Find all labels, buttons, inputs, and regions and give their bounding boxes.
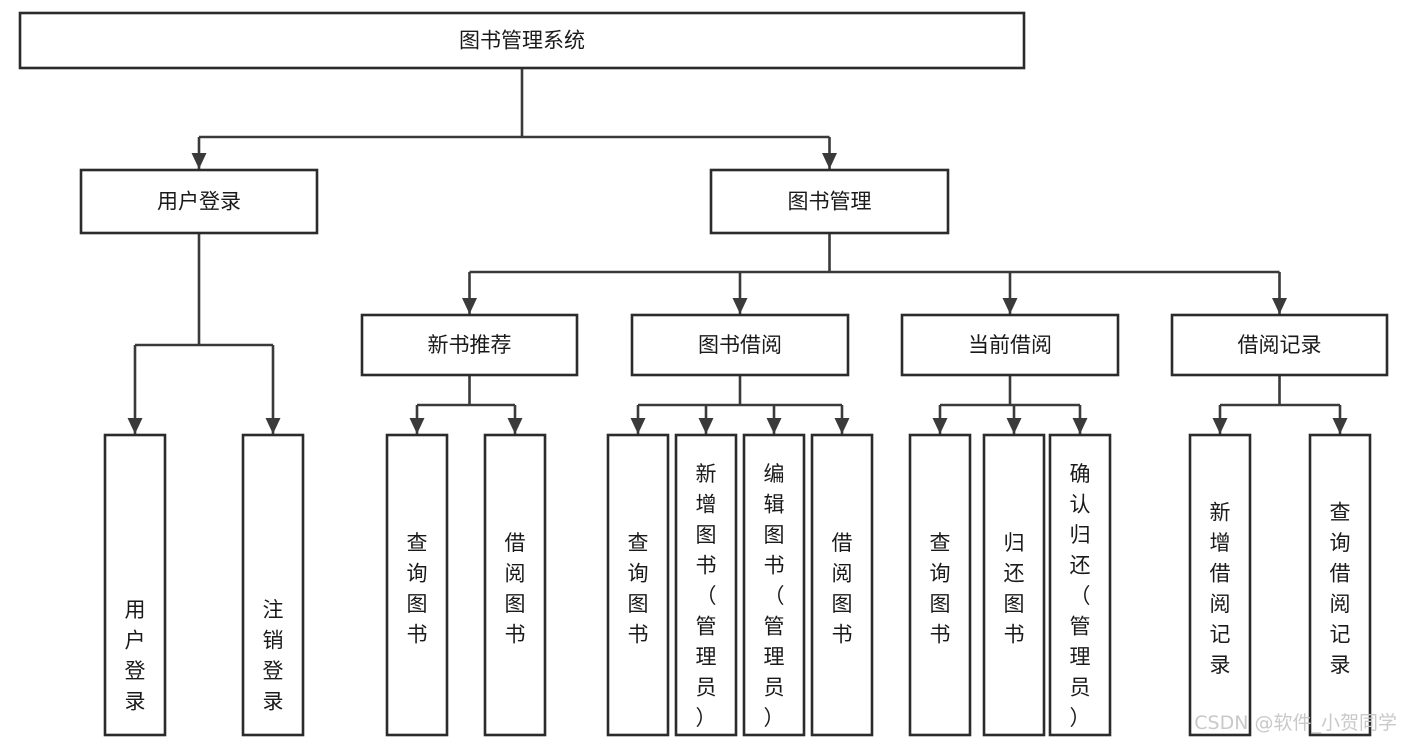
node-box-leaf-return-book[interactable] — [982, 433, 1046, 737]
node-box-book-borrow[interactable] — [630, 313, 850, 377]
arrow-head-icon — [1332, 418, 1348, 434]
node-label-book-management: 图书管理 — [788, 190, 872, 214]
node-label-leaf-confirm-return: 确认归还（管理员） — [1070, 462, 1091, 730]
arrow-head-icon — [1072, 418, 1088, 434]
arrow-head-icon — [932, 418, 948, 434]
node-label-leaf-user-login: 用户登录 — [125, 598, 146, 714]
node-leaf-query-book-1[interactable]: 查询图书 — [385, 433, 449, 737]
arrow-head-icon — [630, 418, 646, 434]
node-leaf-logout-login[interactable]: 注销登录 — [241, 433, 305, 737]
node-label-leaf-add-book: 新增图书（管理员） — [696, 462, 717, 730]
node-label-leaf-borrow-book-1: 借阅图书 — [505, 531, 526, 647]
node-label-user-login: 用户登录 — [157, 190, 241, 214]
node-label-leaf-borrow-book-2: 借阅图书 — [832, 531, 853, 647]
node-box-current-borrow[interactable] — [900, 313, 1120, 377]
arrow-head-icon — [1212, 418, 1228, 434]
node-box-user-login[interactable] — [79, 168, 319, 235]
arrow-head-icon — [1272, 298, 1287, 314]
arrow-head-icon — [766, 418, 782, 434]
node-label-leaf-query-borrow-record: 查询借阅记录 — [1330, 500, 1351, 677]
arrow-head-icon — [462, 298, 477, 314]
node-box-leaf-query-book-1[interactable] — [385, 433, 449, 737]
node-leaf-add-book[interactable]: 新增图书（管理员） — [674, 433, 738, 737]
arrow-head-icon — [507, 418, 523, 434]
node-box-leaf-edit-book[interactable] — [742, 433, 806, 737]
node-leaf-query-book-3[interactable]: 查询图书 — [908, 433, 972, 737]
node-leaf-confirm-return[interactable]: 确认归还（管理员） — [1048, 433, 1112, 737]
node-label-leaf-logout-login: 注销登录 — [263, 598, 284, 714]
node-label-leaf-query-book-3: 查询图书 — [930, 531, 951, 647]
node-box-borrow-record[interactable] — [1170, 313, 1389, 377]
node-box-book-management[interactable] — [709, 168, 950, 235]
arrow-head-icon — [1002, 298, 1018, 314]
node-leaf-edit-book[interactable]: 编辑图书（管理员） — [742, 433, 806, 737]
node-leaf-query-borrow-record[interactable]: 查询借阅记录 — [1308, 433, 1372, 737]
arrow-head-icon — [1006, 418, 1022, 434]
node-leaf-user-login[interactable]: 用户登录 — [103, 433, 167, 737]
node-new-book-recommend[interactable]: 新书推荐 — [360, 313, 579, 377]
arrow-head-icon — [698, 418, 714, 434]
node-layer: 图书管理系统用户登录图书管理新书推荐图书借阅当前借阅借阅记录用户登录注销登录查询… — [18, 11, 1389, 737]
node-box-new-book-recommend[interactable] — [360, 313, 579, 377]
node-label-current-borrow: 当前借阅 — [968, 333, 1052, 357]
node-current-borrow[interactable]: 当前借阅 — [900, 313, 1120, 377]
node-book-borrow[interactable]: 图书借阅 — [630, 313, 850, 377]
node-leaf-add-borrow-record[interactable]: 新增借阅记录 — [1188, 433, 1252, 737]
connector-layer — [127, 68, 1348, 434]
node-label-leaf-edit-book: 编辑图书（管理员） — [764, 462, 785, 730]
node-box-leaf-borrow-book-2[interactable] — [810, 433, 874, 737]
arrow-head-icon — [822, 153, 837, 169]
node-box-leaf-user-login[interactable] — [103, 433, 167, 737]
arrow-head-icon — [191, 153, 207, 169]
csdn-watermark: CSDN @软件_小贺同学 — [1194, 712, 1397, 734]
node-user-login[interactable]: 用户登录 — [79, 168, 319, 235]
node-label-leaf-add-borrow-record: 新增借阅记录 — [1210, 500, 1231, 677]
node-box-root[interactable] — [18, 11, 1026, 70]
node-box-leaf-query-book-2[interactable] — [606, 433, 670, 737]
arrow-head-icon — [732, 298, 748, 314]
node-label-book-borrow: 图书借阅 — [698, 333, 782, 357]
node-label-leaf-return-book: 归还图书 — [1004, 531, 1025, 647]
node-label-root: 图书管理系统 — [459, 29, 585, 53]
node-box-leaf-logout-login[interactable] — [241, 433, 305, 737]
node-box-leaf-add-borrow-record[interactable] — [1188, 433, 1252, 737]
node-box-leaf-query-book-3[interactable] — [908, 433, 972, 737]
node-borrow-record[interactable]: 借阅记录 — [1170, 313, 1389, 377]
node-label-new-book-recommend: 新书推荐 — [428, 333, 512, 357]
node-root[interactable]: 图书管理系统 — [18, 11, 1026, 70]
arrow-head-icon — [834, 418, 850, 434]
node-box-leaf-confirm-return[interactable] — [1048, 433, 1112, 737]
arrow-head-icon — [265, 418, 281, 434]
node-box-leaf-borrow-book-1[interactable] — [483, 433, 547, 737]
node-label-leaf-query-book-1: 查询图书 — [407, 531, 428, 647]
arrow-head-icon — [127, 418, 143, 434]
node-book-management[interactable]: 图书管理 — [709, 168, 950, 235]
node-box-leaf-query-borrow-record[interactable] — [1308, 433, 1372, 737]
arrow-head-icon — [409, 418, 425, 434]
node-leaf-query-book-2[interactable]: 查询图书 — [606, 433, 670, 737]
node-leaf-borrow-book-2[interactable]: 借阅图书 — [810, 433, 874, 737]
node-leaf-borrow-book-1[interactable]: 借阅图书 — [483, 433, 547, 737]
node-leaf-return-book[interactable]: 归还图书 — [982, 433, 1046, 737]
node-box-leaf-add-book[interactable] — [674, 433, 738, 737]
node-label-borrow-record: 借阅记录 — [1238, 333, 1322, 357]
node-label-leaf-query-book-2: 查询图书 — [628, 531, 649, 647]
